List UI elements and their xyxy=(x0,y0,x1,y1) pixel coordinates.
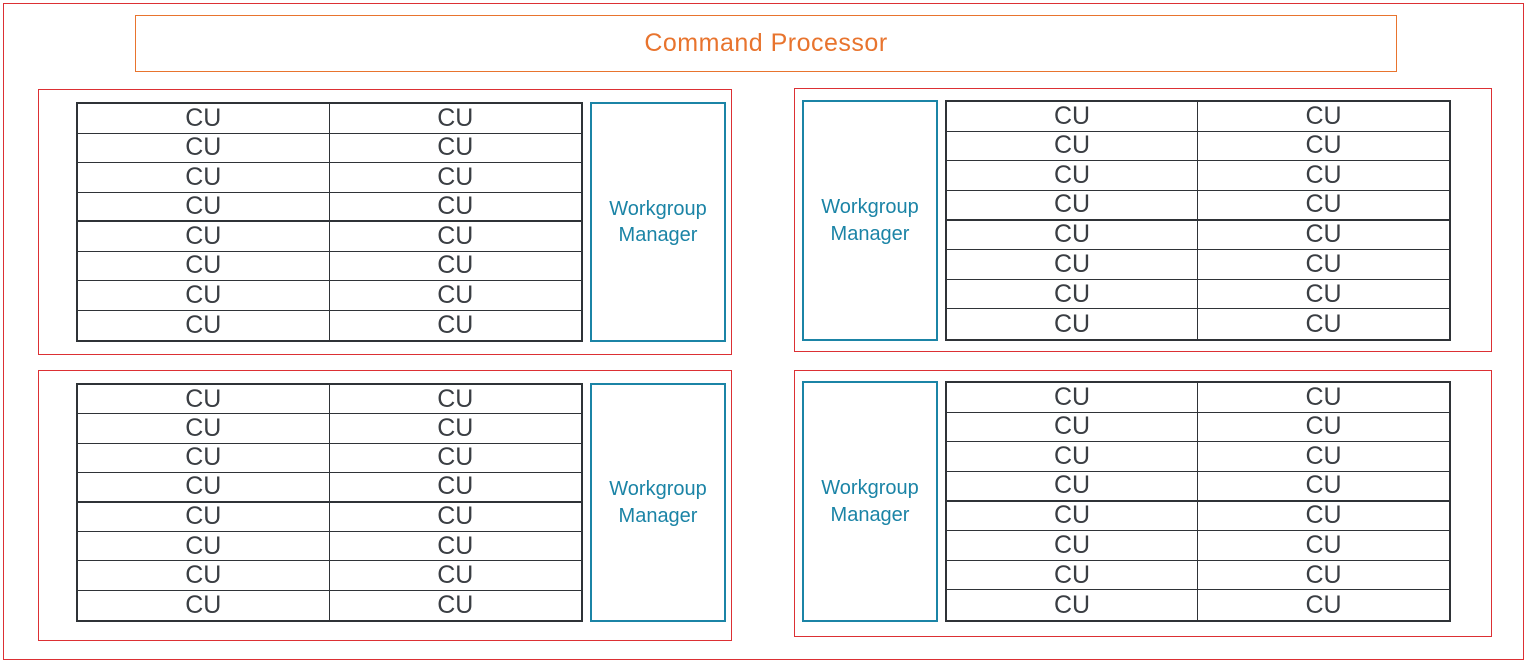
cu-cell: CU xyxy=(1198,531,1449,561)
cu-cell: CU xyxy=(1198,472,1449,502)
cu-cell: CU xyxy=(947,161,1198,191)
cu-cell: CU xyxy=(947,383,1198,413)
cu-cell: CU xyxy=(947,102,1198,132)
workgroup-manager-label-line2: Manager xyxy=(830,222,910,245)
cu-cell: CU xyxy=(78,222,330,252)
cu-cell: CU xyxy=(329,444,581,474)
cu-cell: CU xyxy=(78,502,330,532)
cu-cell: CU xyxy=(947,250,1198,280)
cu-cell: CU xyxy=(1198,132,1449,162)
workgroup-manager-label-line2: Manager xyxy=(618,224,698,246)
cu-cell: CU xyxy=(78,133,330,163)
cu-cell: CU xyxy=(1198,221,1449,251)
workgroup-manager-label-line1: Workgroup xyxy=(609,478,707,501)
command-processor-label: Command Processor xyxy=(644,29,888,57)
cu-cell: CU xyxy=(947,412,1198,443)
workgroup-manager-box-top-left: Workgroup Manager xyxy=(590,102,726,342)
cu-cell: CU xyxy=(78,590,330,620)
cu-cell: CU xyxy=(78,414,330,444)
cu-cell: CU xyxy=(947,442,1198,472)
cu-cell: CU xyxy=(78,281,330,311)
cu-cell: CU xyxy=(1198,102,1449,132)
cu-cell: CU xyxy=(329,134,581,163)
cu-cell: CU xyxy=(1198,280,1449,310)
cu-cell: CU xyxy=(1198,442,1449,472)
cu-cell: CU xyxy=(1198,502,1449,532)
cu-cell: CU xyxy=(329,532,581,562)
cu-cell: CU xyxy=(947,220,1198,251)
cu-cell: CU xyxy=(329,281,581,311)
workgroup-manager-box-bottom-right: Workgroup Manager xyxy=(802,381,938,622)
cu-cell: CU xyxy=(329,385,581,415)
cu-cell: CU xyxy=(329,414,581,444)
cu-cell: CU xyxy=(78,531,330,562)
cu-cell: CU xyxy=(1198,250,1449,280)
cu-cell: CU xyxy=(78,473,330,503)
cu-cell: CU xyxy=(78,251,330,281)
workgroup-manager-label-line1: Workgroup xyxy=(821,196,919,219)
command-processor-box: Command Processor xyxy=(135,15,1397,72)
cu-cell: CU xyxy=(329,222,581,252)
cu-cell: CU xyxy=(1198,191,1449,221)
cu-cell: CU xyxy=(78,192,330,222)
cu-cell: CU xyxy=(329,163,581,193)
cu-cell: CU xyxy=(329,252,581,281)
cu-cell: CU xyxy=(1198,413,1449,443)
workgroup-manager-label-line2: Manager xyxy=(618,504,698,527)
cu-cell: CU xyxy=(329,104,581,134)
workgroup-manager-label-line1: Workgroup xyxy=(821,477,919,500)
cu-cell: CU xyxy=(947,531,1198,561)
cu-cell: CU xyxy=(78,163,330,193)
cu-cell: CU xyxy=(437,310,474,339)
cu-cell: CU xyxy=(329,193,581,222)
cu-cell: CU xyxy=(78,385,330,415)
cu-cell: CU xyxy=(329,473,581,503)
workgroup-manager-box-bottom-left: Workgroup Manager xyxy=(590,383,726,622)
cu-cell: CU xyxy=(947,309,1198,339)
workgroup-manager-box-top-right: Workgroup Manager xyxy=(802,100,938,341)
workgroup-manager-label-line2: Manager xyxy=(830,503,910,526)
cu-cell: CU xyxy=(947,471,1198,502)
cu-cell: CU xyxy=(78,104,330,134)
cu-cell: CU xyxy=(1305,309,1342,338)
cu-cell: CU xyxy=(329,561,581,591)
workgroup-manager-label-line1: Workgroup xyxy=(609,197,707,220)
cu-cell: CU xyxy=(947,190,1198,221)
cu-cell: CU xyxy=(1198,161,1449,191)
cu-cell: CU xyxy=(1305,590,1342,619)
cu-cell: CU xyxy=(329,503,581,532)
cu-cell: CU xyxy=(78,310,330,340)
cu-cell: CU xyxy=(947,590,1198,620)
cu-cell: CU xyxy=(947,131,1198,162)
cu-cell: CU xyxy=(947,560,1198,591)
cu-cell: CU xyxy=(78,561,330,591)
cu-cell: CU xyxy=(437,590,474,619)
cu-cell: CU xyxy=(78,443,330,474)
cu-cell: CU xyxy=(1198,561,1449,591)
cu-cell: CU xyxy=(1198,383,1449,413)
cu-cell: CU xyxy=(947,279,1198,310)
cu-cell: CU xyxy=(947,501,1198,532)
